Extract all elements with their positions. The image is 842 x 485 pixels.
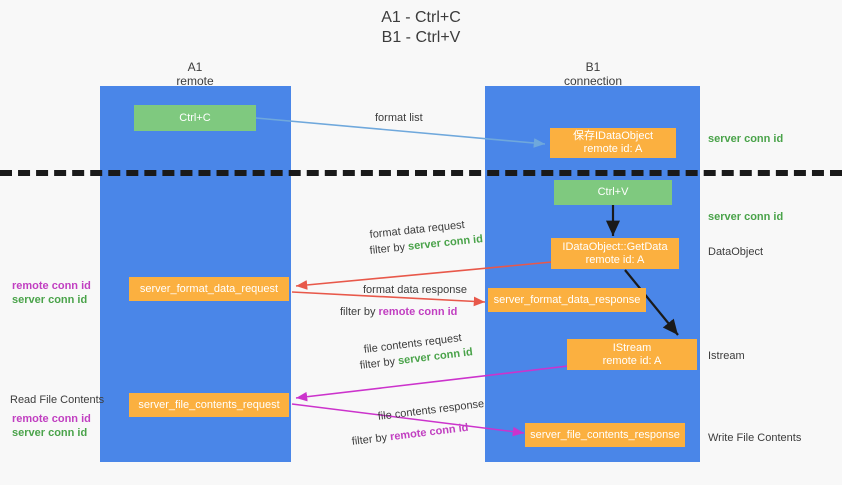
node-ctrl-c[interactable]: Ctrl+C: [134, 105, 256, 131]
node-ctrl-v[interactable]: Ctrl+V: [554, 180, 672, 205]
node-server-file-contents-response-label: server_file_contents_response: [530, 428, 680, 441]
node-server-format-data-response[interactable]: server_format_data_response: [488, 288, 646, 312]
node-server-format-data-request[interactable]: server_format_data_request: [129, 277, 289, 301]
node-idataobject-getdata[interactable]: IDataObject::GetData remote id: A: [551, 238, 679, 269]
column-a1-sub: remote: [176, 74, 214, 88]
edge-label-format-data-response-filter: filter by remote conn id: [340, 305, 457, 319]
node-server-format-data-request-label: server_format_data_request: [139, 282, 279, 295]
annotation-write-file-contents: Write File Contents: [708, 432, 802, 444]
annotation-read-file-contents: Read File Contents: [10, 394, 105, 406]
remote-conn-id-text: remote conn id: [389, 421, 470, 444]
annotation-server-conn-id-1: server conn id: [708, 133, 784, 145]
annotation-server-conn-id-2: server conn id: [708, 211, 784, 223]
column-a1-name: A1: [187, 60, 203, 74]
annotation-istream: Istream: [708, 350, 745, 362]
edge-label-format-list: format list: [375, 112, 423, 124]
title-line-1: A1 - Ctrl+C: [381, 9, 461, 26]
column-header-a1: A1 remote: [95, 60, 295, 88]
column-header-b1: B1 connection: [493, 60, 693, 88]
node-istream[interactable]: IStream remote id: A: [567, 339, 697, 370]
node-server-file-contents-request[interactable]: server_file_contents_request: [129, 393, 289, 417]
node-getdata-line1: IDataObject::GetData: [562, 240, 668, 253]
node-server-format-data-response-label: server_format_data_response: [493, 293, 641, 306]
filter-by-text: filter by: [359, 355, 396, 372]
filter-by-text: filter by: [369, 241, 406, 257]
node-ctrl-v-label: Ctrl+V: [597, 186, 629, 198]
edge-label-format-data-response: format data response: [363, 284, 467, 296]
title-line-2: B1 - Ctrl+V: [381, 29, 461, 46]
node-istream-line1: IStream: [612, 341, 652, 354]
column-b1-name: B1: [585, 60, 601, 74]
node-istream-line2: remote id: A: [602, 354, 662, 367]
annotation-remote-conn-id-left-2: remote conn id: [12, 413, 91, 425]
node-save-idataobject-line1: 保存IDataObject: [572, 130, 654, 142]
annotation-remote-conn-id-left-1: remote conn id: [12, 280, 91, 292]
node-save-idataobject-line2: remote id: A: [583, 143, 643, 155]
node-save-idataobject[interactable]: 保存IDataObject remote id: A: [550, 128, 676, 158]
phase-divider: [0, 170, 842, 176]
diagram-title: A1 - Ctrl+C B1 - Ctrl+V: [0, 8, 842, 48]
edge-label-file-contents-response: file contents response: [377, 397, 485, 423]
node-server-file-contents-request-label: server_file_contents_request: [138, 398, 280, 411]
node-ctrl-c-label: Ctrl+C: [179, 111, 211, 124]
node-getdata-line2: remote id: A: [585, 253, 645, 266]
remote-conn-id-text: remote conn id: [378, 306, 458, 318]
annotation-server-conn-id-left-1: server conn id: [12, 294, 88, 306]
annotation-server-conn-id-left-2: server conn id: [12, 427, 88, 439]
edge-label-file-contents-response-filter: filter by remote conn id: [351, 421, 469, 449]
node-server-file-contents-response[interactable]: server_file_contents_response: [525, 423, 685, 447]
annotation-dataobject: DataObject: [708, 246, 764, 258]
column-b1-sub: connection: [563, 74, 623, 88]
filter-by-text: filter by: [340, 306, 376, 318]
filter-by-text: filter by: [351, 431, 388, 448]
